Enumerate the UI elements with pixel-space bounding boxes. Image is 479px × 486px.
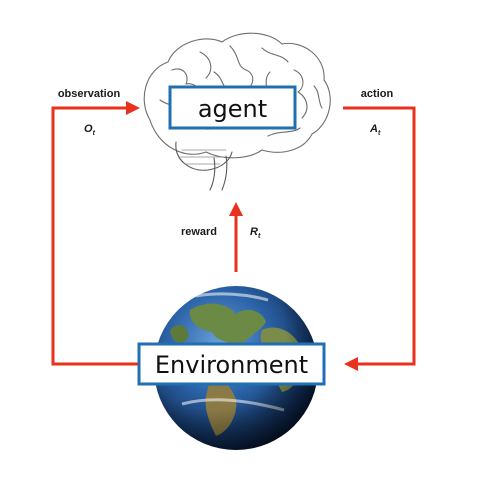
observation-label: observation	[58, 88, 121, 100]
agent-label: agent	[198, 95, 267, 123]
action-label: action	[361, 88, 394, 100]
action-symbol: At	[369, 123, 381, 137]
observation-symbol: Ot	[84, 123, 96, 137]
reward-label: reward	[181, 226, 217, 238]
reward-symbol: Rt	[250, 226, 261, 240]
agent-box: agent	[168, 85, 297, 130]
action-arrow	[343, 106, 416, 366]
observation-arrow	[51, 106, 138, 366]
environment-box: Environment	[137, 342, 326, 386]
environment-label: Environment	[155, 351, 308, 379]
reward-arrowhead	[229, 202, 243, 216]
observation-arrowhead	[126, 101, 140, 115]
action-arrowhead	[344, 357, 358, 371]
